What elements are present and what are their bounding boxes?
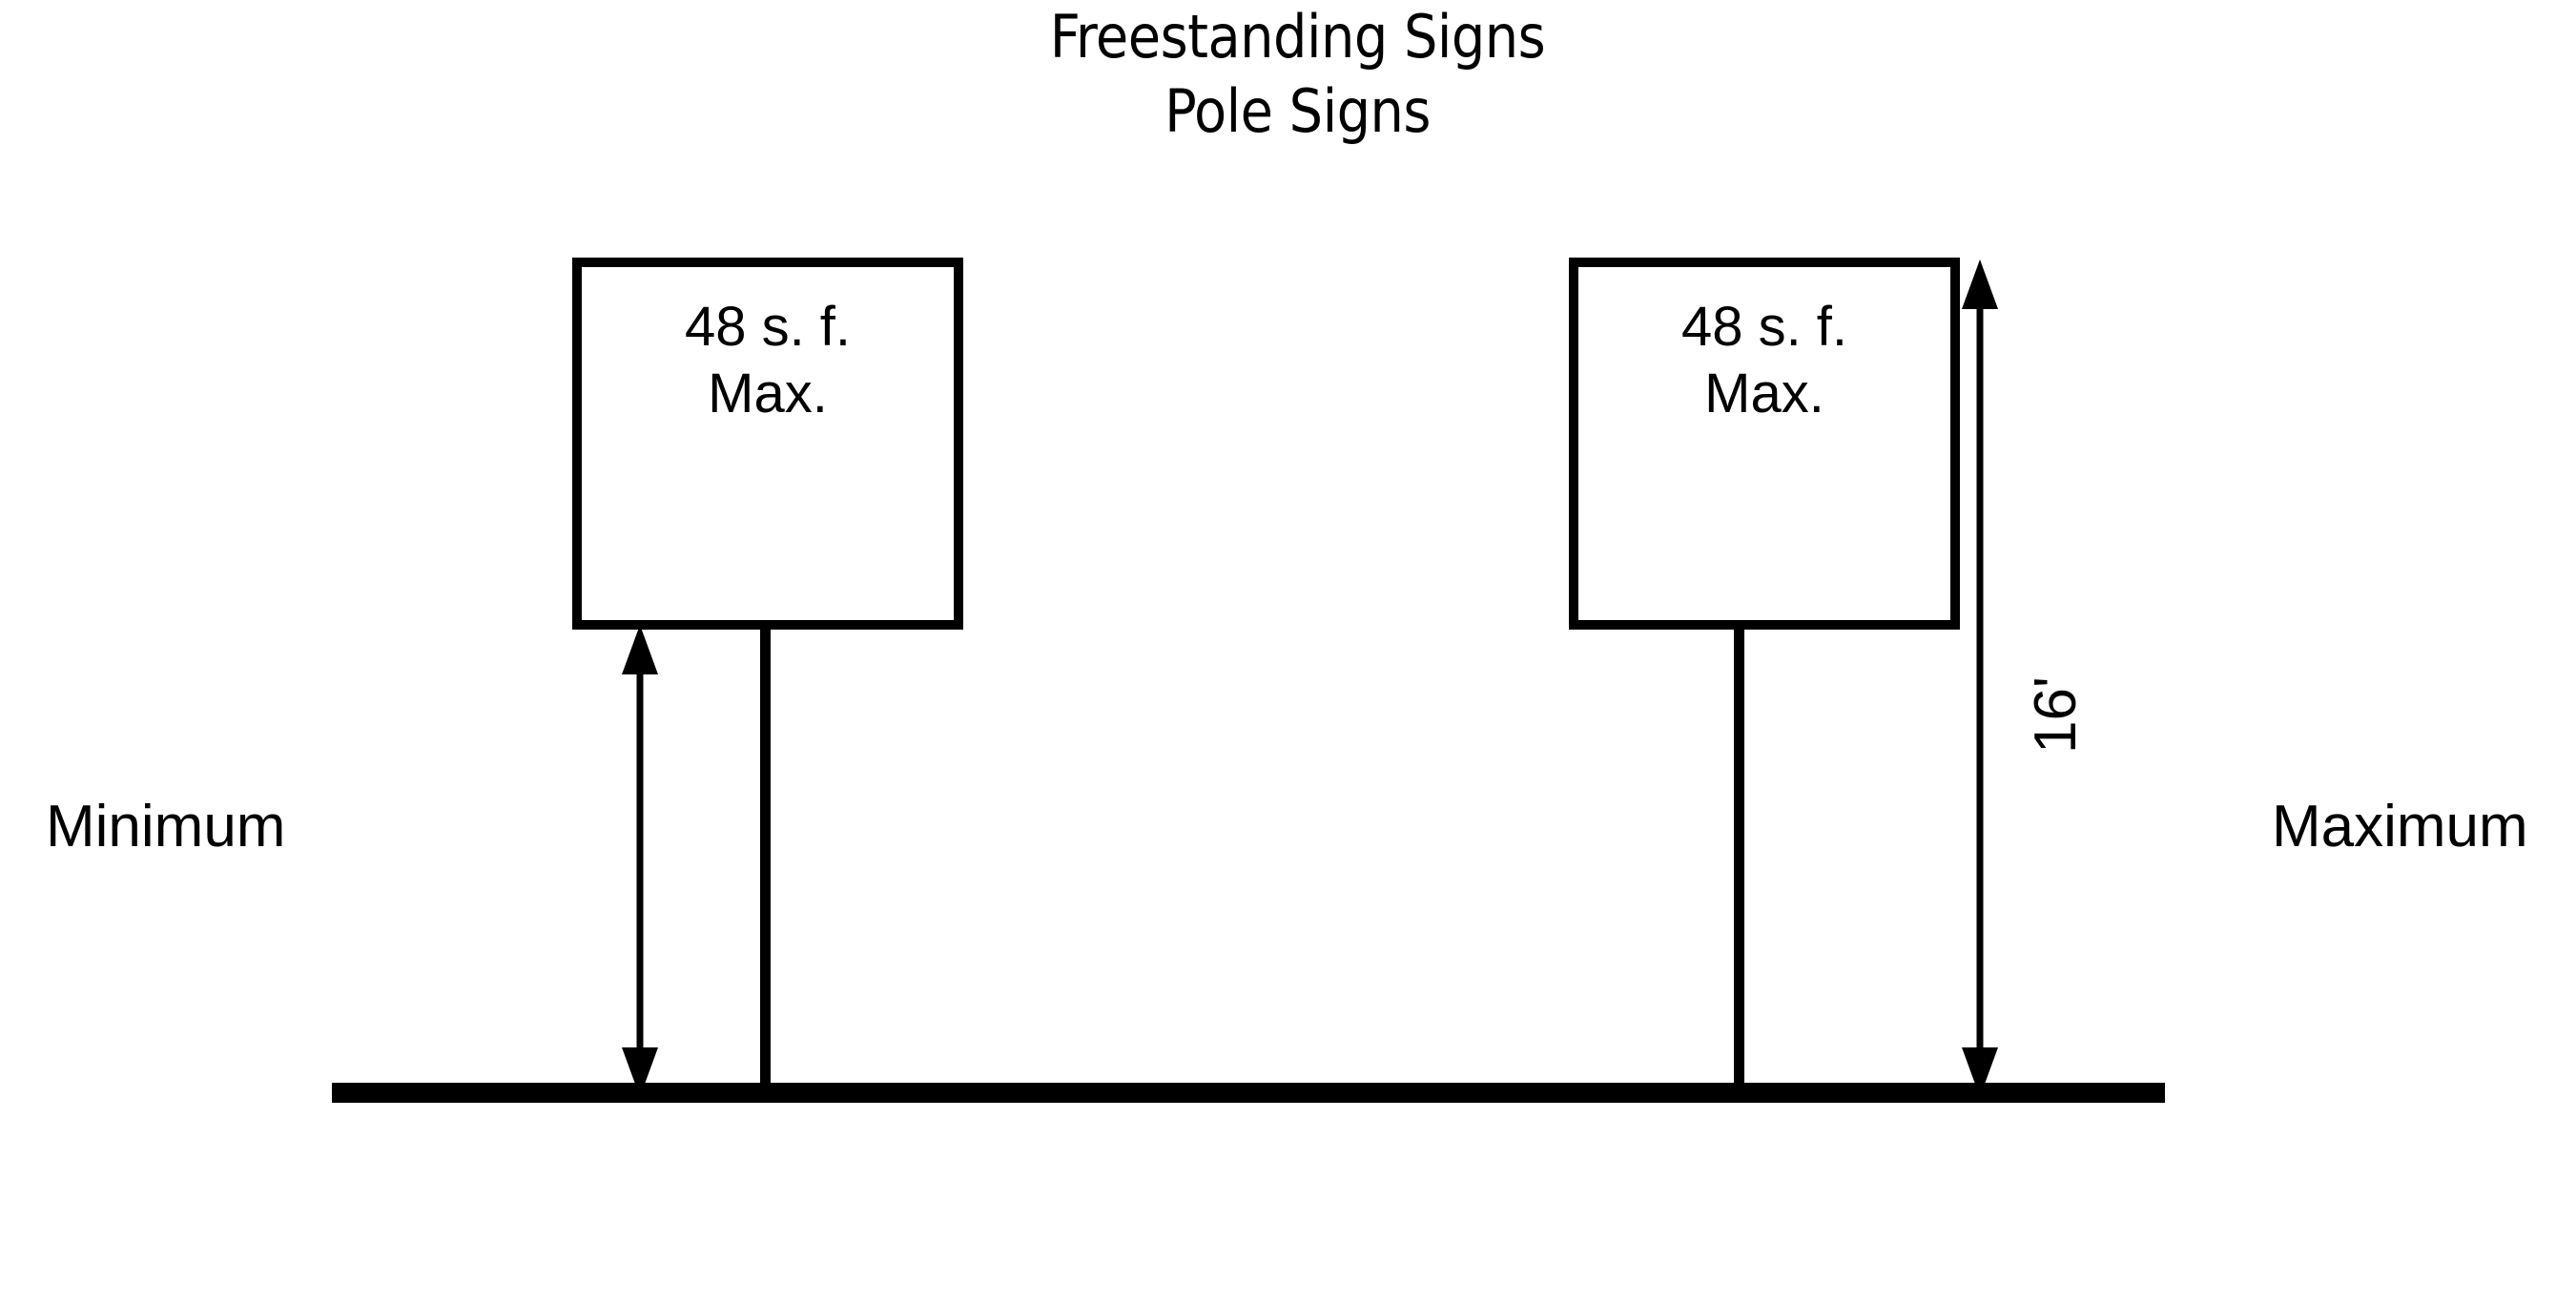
sign-box-left: 48 s. f. Max.	[572, 258, 963, 630]
height-dimension-label: 16'	[2023, 676, 2089, 754]
dimension-arrow-minimum-height	[622, 625, 658, 1097]
sign-area-label-right: 48 s. f.	[1680, 296, 1848, 358]
sign-pole-left	[760, 630, 771, 1091]
label-minimum: Minimum	[46, 794, 286, 860]
sign-pole-right	[1734, 630, 1744, 1091]
ground-line	[332, 1083, 2165, 1103]
sign-limit-label-left: Max.	[708, 362, 828, 425]
dimension-arrow-maximum-height	[1962, 259, 1998, 1097]
title-line-pole-signs: Pole Signs	[1164, 76, 1431, 146]
sign-box-right: 48 s. f. Max.	[1569, 258, 1960, 630]
sign-limit-label-right: Max.	[1704, 362, 1824, 425]
label-maximum: Maximum	[2272, 794, 2528, 860]
title-line-freestanding-signs: Freestanding Signs	[1049, 2, 1546, 72]
diagram-title: Freestanding Signs Pole Signs	[0, 0, 2576, 149]
sign-area-label-left: 48 s. f.	[684, 296, 852, 358]
